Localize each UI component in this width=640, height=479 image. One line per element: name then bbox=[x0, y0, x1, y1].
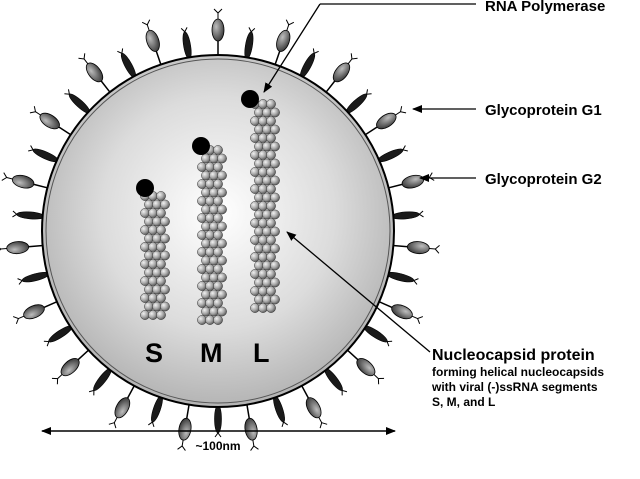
glycoprotein-g1-spike bbox=[78, 53, 112, 95]
glycoprotein-g1-spike bbox=[363, 106, 407, 137]
segment-label-m: M bbox=[200, 338, 223, 368]
scale-label: ~100nm bbox=[195, 439, 240, 453]
glycoprotein-g1-spike bbox=[376, 300, 424, 325]
nucleocapsid-segment-m bbox=[192, 137, 227, 325]
segment-label-s: S bbox=[145, 338, 163, 368]
glycoprotein-g2-spike bbox=[180, 27, 192, 60]
rna-polymerase-segment-l bbox=[241, 90, 259, 108]
nucleocapsid-segment-l bbox=[241, 90, 280, 313]
glycoprotein-g1-spike bbox=[386, 172, 435, 190]
nucleocapsid-title: Nucleocapsid protein bbox=[432, 347, 595, 364]
nucleocapsid-desc-line1: forming helical nucleocapsids bbox=[432, 365, 604, 379]
glycoprotein-g1-spike bbox=[391, 241, 440, 255]
nucleocapsid-desc-line2: with viral (-)ssRNA segments bbox=[431, 380, 598, 394]
nucleocapsids bbox=[136, 90, 280, 325]
glycoprotein-g2-spike bbox=[17, 272, 50, 285]
glycoprotein-g2-label: Glycoprotein G2 bbox=[485, 171, 602, 188]
glycoprotein-g2-spike bbox=[64, 89, 91, 114]
glycoprotein-g1-spike bbox=[141, 19, 163, 67]
glycoprotein-g1-spike bbox=[51, 348, 91, 385]
glycoprotein-g1-spike bbox=[177, 402, 192, 451]
glycoprotein-g2-spike bbox=[214, 404, 222, 438]
glycoprotein-g1-spike bbox=[1, 172, 50, 190]
rna-polymerase-label: RNA Polymerase bbox=[485, 0, 605, 15]
rna-polymerase-arrow bbox=[263, 3, 321, 93]
glycoprotein-g1-spike bbox=[324, 53, 358, 95]
virion-membrane-inner bbox=[45, 58, 391, 404]
glycoprotein-g2-spike bbox=[148, 395, 163, 428]
glycoprotein-g1-spike bbox=[108, 383, 136, 429]
glycoprotein-g2-spike bbox=[391, 210, 424, 220]
glycoprotein-g2-spike bbox=[244, 27, 256, 60]
glycoprotein-g1-spike bbox=[29, 106, 73, 137]
rna-polymerase-segment-s bbox=[136, 179, 154, 197]
glycoprotein-g1-label: Glycoprotein G1 bbox=[485, 102, 602, 119]
glycoprotein-g2-spike bbox=[12, 210, 45, 220]
glycoprotein-g1-spike bbox=[300, 383, 328, 429]
glycoprotein-g1-spike bbox=[12, 300, 60, 325]
nucleocapsid-arrow bbox=[286, 231, 431, 353]
segment-label-l: L bbox=[253, 338, 270, 368]
glycoprotein-g2-spike bbox=[386, 272, 419, 285]
glycoprotein-g1-spike bbox=[273, 19, 295, 67]
rna-polymerase-segment-m bbox=[192, 137, 210, 155]
nucleocapsid-segment-s bbox=[136, 179, 170, 320]
nucleocapsid-desc-line3: S, M, and L bbox=[432, 395, 495, 409]
glycoprotein-g1-spike bbox=[211, 8, 225, 57]
glycoprotein-g2-spike bbox=[273, 395, 288, 428]
glycoprotein-g1-spike bbox=[0, 241, 45, 255]
glycoprotein-g1-spike bbox=[244, 402, 259, 451]
